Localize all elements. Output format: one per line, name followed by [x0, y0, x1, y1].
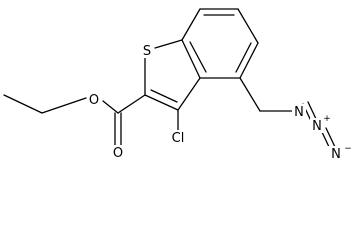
atom-azide-n1-label: N	[294, 105, 304, 120]
atom-azide-n1: N	[292, 104, 306, 120]
atom-carbonyl-oxygen: O	[111, 145, 125, 161]
atom-azide-n3-label: N	[331, 147, 341, 162]
atom-azide-n2-charge: +	[323, 114, 331, 124]
bond-benzene-c7a-c7	[181, 8, 201, 41]
atom-ester-oxygen-label: O	[89, 93, 99, 108]
bond-n2-n3-b	[325, 127, 336, 148]
bond-benzene-c3a-c7a	[181, 39, 201, 79]
atom-azide-n2: N +	[310, 114, 331, 134]
bond-thiophene-c2-c3-inner	[150, 89, 178, 103]
atom-azide-n2-label: N	[312, 119, 322, 134]
bond-carbonyl-carbon-ester-o	[102, 100, 119, 114]
bond-thiophene-c7a-s	[154, 39, 183, 49]
bond-c4-ch2	[239, 77, 261, 112]
bond-benzene-c5-c4	[239, 42, 259, 79]
bond-thiophene-c3-c3a	[177, 77, 201, 111]
atom-sulfur-label: S	[143, 44, 151, 59]
bond-n1-n2-b	[307, 101, 318, 122]
structure-canvas: S O O Cl N N + N −	[3, 8, 352, 162]
bond-benzene-c6-c5	[237, 8, 259, 44]
atom-ester-oxygen: O	[87, 92, 101, 108]
atom-chlorine-label: Cl	[172, 131, 185, 146]
bond-benzene-c5-c4-inner	[235, 42, 252, 73]
atom-carbonyl-oxygen-label: O	[113, 146, 123, 161]
atom-azide-n3-charge: −	[344, 144, 352, 154]
atom-sulfur: S	[141, 42, 154, 59]
bond-n2-n3-a	[320, 129, 331, 150]
atom-chlorine: Cl	[168, 130, 189, 146]
bond-benzene-c3a-c7a-inner	[189, 41, 207, 73]
bond-c2-carbonyl-carbon	[117, 94, 146, 114]
bond-ester-o-ch2	[41, 97, 87, 114]
molecule-drawing: S O O Cl N N + N −	[3, 8, 352, 162]
atom-azide-n3: N −	[328, 144, 352, 162]
bond-thiophene-c2-c3	[144, 94, 179, 111]
bond-ch2-ch3	[3, 94, 43, 114]
